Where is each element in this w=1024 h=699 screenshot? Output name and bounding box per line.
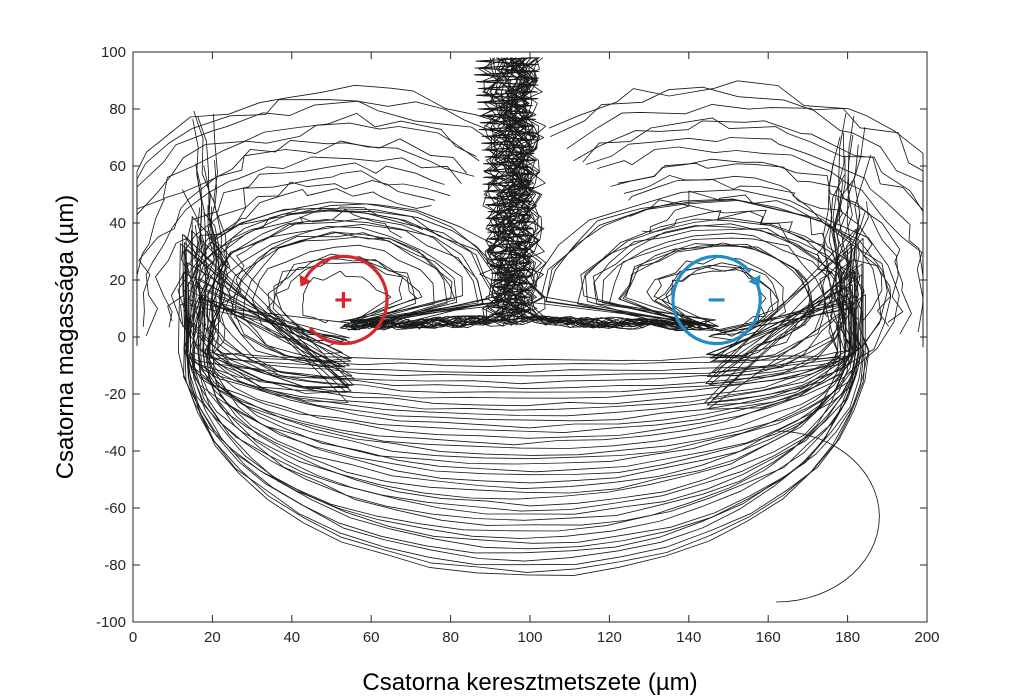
y-axis-title: Csatorna magassága (µm)	[52, 195, 79, 480]
trajectory-line	[623, 174, 892, 327]
trajectory-line	[138, 140, 475, 327]
trajectory-line	[610, 158, 912, 335]
y-tick-label: 20	[109, 272, 126, 289]
y-tick-label: 60	[109, 158, 126, 175]
trajectory-line	[204, 57, 847, 439]
x-tick-label: 40	[283, 629, 300, 646]
trajectory-layer	[136, 57, 924, 603]
x-tick-label: 60	[363, 629, 380, 646]
vortex-arc	[304, 254, 389, 346]
trajectory-line	[585, 137, 924, 327]
trajectory-line	[192, 57, 892, 562]
trajectory-line	[597, 146, 924, 332]
trajectory-line	[136, 138, 467, 330]
x-tick-label: 180	[835, 629, 860, 646]
trajectory-line	[221, 208, 403, 317]
x-tick-label: 100	[517, 629, 542, 646]
y-tick-label: -40	[104, 443, 126, 460]
y-tick-label: 40	[109, 215, 126, 232]
trajectory-line	[185, 57, 859, 512]
trajectory-line	[145, 156, 462, 337]
y-tick-label: 80	[109, 101, 126, 118]
y-tick-label: 0	[118, 329, 126, 346]
trajectory-line	[136, 84, 519, 347]
inlet-stream	[474, 57, 540, 322]
y-tick-label: -100	[96, 614, 126, 631]
trajectory-line	[186, 57, 843, 500]
x-tick-label: 0	[129, 629, 137, 646]
trajectory-line	[155, 162, 445, 328]
vortex-arrow-icon	[299, 274, 312, 287]
trajectory-line	[628, 178, 883, 324]
vortex-arc	[671, 254, 762, 346]
positive-vortex-marker	[299, 254, 389, 346]
trajectory-line	[203, 57, 853, 422]
trajectory-line	[198, 188, 432, 326]
trajectory-line	[776, 430, 880, 603]
negative-vortex-marker	[671, 254, 762, 346]
y-tick-label: -80	[104, 557, 126, 574]
vortex-markers	[299, 254, 762, 346]
x-axis-title: Csatorna keresztmetszete (µm)	[362, 669, 697, 696]
trajectory-line	[193, 57, 888, 550]
trajectory-line	[177, 57, 846, 532]
x-tick-label: 200	[914, 629, 939, 646]
inlet-trajectory	[474, 57, 539, 322]
x-tick-label: 160	[756, 629, 781, 646]
vortex-arrow-icon	[748, 274, 761, 287]
x-tick-label: 20	[204, 629, 221, 646]
y-tick-label: 100	[101, 44, 126, 61]
trajectory-line	[548, 80, 924, 348]
trajectory-line	[170, 57, 872, 576]
trajectory-line	[183, 57, 900, 573]
x-tick-label: 120	[597, 629, 622, 646]
trajectory-line	[206, 57, 847, 390]
trajectory-line	[218, 206, 424, 314]
trajectory-line	[649, 205, 846, 315]
trajectory-line	[182, 57, 870, 566]
y-tick-label: -60	[104, 500, 126, 517]
y-tick-label: -20	[104, 386, 126, 403]
trajectory-line	[629, 190, 865, 320]
x-tick-label: 140	[676, 629, 701, 646]
x-tick-label: 80	[442, 629, 459, 646]
